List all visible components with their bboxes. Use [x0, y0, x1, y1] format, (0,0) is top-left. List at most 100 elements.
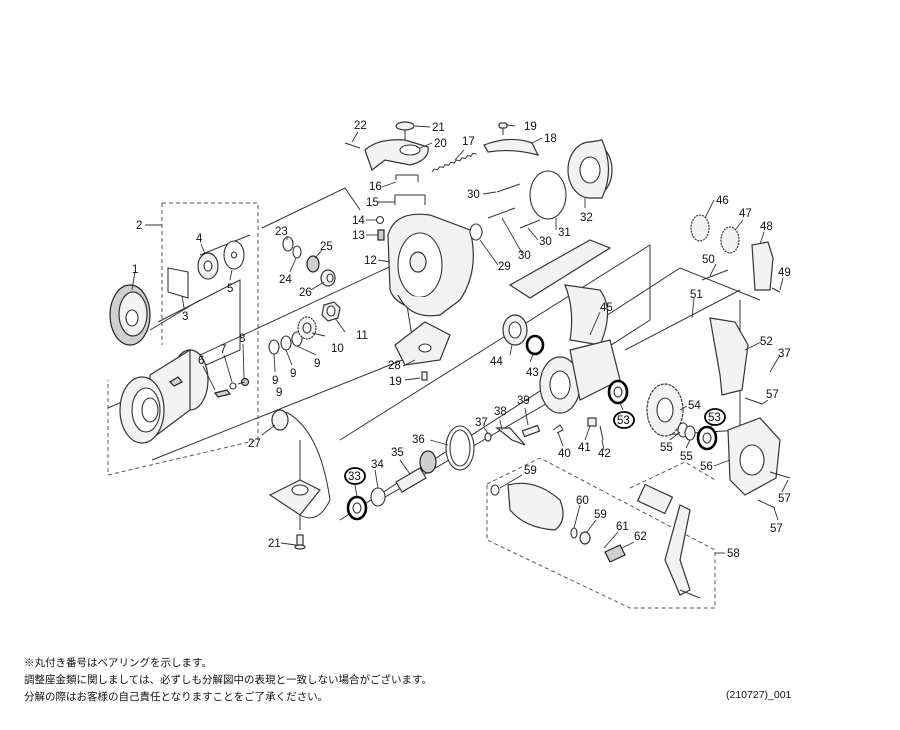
label-part-57c: 57	[770, 523, 783, 535]
bearing-callout-33: 33	[344, 467, 366, 485]
label-part-1: 1	[132, 264, 138, 276]
label-part-37b: 37	[778, 348, 791, 360]
part-screws-57	[744, 397, 791, 509]
label-part-44: 44	[490, 356, 503, 368]
label-part-13: 13	[352, 230, 365, 242]
label-part-57a: 57	[766, 389, 779, 401]
bearing-callout-53b: 53	[704, 408, 726, 426]
note-disassembly-responsibility: 分解の際はお客様の自己責任となりますことをご了承ください。	[24, 691, 329, 703]
part-body-screws	[487, 183, 541, 229]
part-pin-39	[521, 424, 541, 438]
part-side-cover	[709, 317, 749, 396]
label-part-21a: 21	[432, 122, 445, 134]
label-part-56: 56	[700, 461, 713, 473]
label-part-55b: 55	[680, 451, 693, 463]
part-screw-top	[498, 122, 508, 135]
part-reel-body	[508, 239, 621, 414]
label-part-8: 8	[239, 333, 245, 345]
part-number-labels: 2 1 3 4 5 6 7 8 9 9 9 10 11 12 13 14 15 …	[132, 120, 791, 560]
label-part-20: 20	[434, 138, 447, 150]
label-part-59a: 59	[524, 465, 537, 477]
part-drag-washer-2	[223, 240, 245, 270]
label-part-11: 11	[356, 330, 368, 342]
label-part-36: 36	[412, 434, 425, 446]
part-drag-washer	[167, 267, 189, 299]
part-shafts-50-51	[624, 269, 741, 351]
part-drag-disc	[197, 252, 219, 280]
part-spool-clip	[213, 377, 250, 398]
part-o-ring-43	[525, 334, 545, 356]
part-bearing-33	[346, 495, 368, 521]
part-washers-55	[677, 422, 696, 441]
part-bail-spring	[431, 152, 477, 173]
document-code: (210727)_001	[726, 689, 792, 701]
part-spring-and-cap	[375, 215, 385, 241]
label-part-52: 52	[760, 336, 773, 348]
label-part-31: 31	[558, 227, 571, 239]
note-shim-disclaimer: 調整座金類に関しましては、必ずしも分解図中の表現と一致しない場合がございます。	[24, 674, 432, 686]
part-one-way-clutch	[502, 314, 528, 346]
label-part-40: 40	[558, 448, 571, 460]
label-part-62: 62	[634, 531, 647, 543]
part-body-side-plate	[727, 417, 781, 496]
label-part-26: 26	[299, 287, 312, 299]
label-part-14: 14	[352, 215, 365, 227]
part-screw-22	[344, 142, 361, 149]
part-rotor-cover	[394, 321, 451, 381]
part-washer-34	[370, 487, 386, 507]
part-collar	[469, 223, 483, 241]
label-part-30b: 30	[518, 250, 531, 262]
label-part-9b: 9	[290, 368, 296, 380]
handle-knob-group-box	[629, 461, 716, 489]
handle-assembly-group-box	[486, 457, 716, 609]
label-part-45: 45	[600, 302, 613, 314]
label-part-32: 32	[580, 212, 593, 224]
part-handle-knob	[490, 482, 626, 563]
label-part-12: 12	[364, 255, 377, 267]
label-part-5: 5	[227, 283, 233, 295]
label-part-24: 24	[279, 274, 292, 286]
part-oscillation-block	[751, 241, 781, 293]
label-part-33: 33	[348, 471, 361, 483]
label-part-41: 41	[578, 442, 591, 454]
part-pinion-gear	[395, 450, 437, 493]
label-part-23: 23	[275, 226, 288, 238]
label-part-7: 7	[220, 344, 226, 356]
part-bearings-53	[607, 379, 718, 451]
part-bail-trip	[395, 174, 419, 182]
label-part-34: 34	[371, 459, 384, 471]
label-part-29: 29	[498, 261, 511, 273]
label-part-42: 42	[598, 448, 611, 460]
label-part-9d: 9	[276, 387, 282, 399]
label-part-61: 61	[616, 521, 629, 533]
label-part-9c: 9	[314, 358, 320, 370]
label-part-19a: 19	[524, 121, 537, 133]
bearing-callout-53a: 53	[613, 411, 635, 429]
label-part-22: 22	[354, 120, 367, 132]
label-part-43: 43	[526, 367, 539, 379]
part-spring-washer	[297, 316, 317, 340]
exploded-parts-diagram: 2 1 3 4 5 6 7 8 9 9 9 10 11 12 13 14 15 …	[107, 120, 791, 609]
label-part-10: 10	[331, 343, 344, 355]
label-part-51: 51	[690, 289, 703, 301]
label-part-30a: 30	[467, 189, 480, 201]
part-ring-36	[445, 425, 475, 471]
label-part-39: 39	[517, 395, 530, 407]
note-bearing-legend: ※丸付き番号はベアリングを示します。	[24, 657, 212, 669]
label-part-19b: 19	[389, 376, 402, 388]
part-spring-40	[552, 424, 564, 434]
label-part-53b: 53	[708, 412, 721, 424]
part-washers	[268, 331, 303, 355]
part-line-roller-set	[282, 236, 336, 287]
part-arm-cam	[364, 139, 429, 171]
label-part-48: 48	[760, 221, 773, 233]
part-body-gasket	[529, 170, 567, 220]
label-part-30c: 30	[539, 236, 552, 248]
part-spool	[119, 348, 209, 444]
label-part-47: 47	[739, 208, 752, 220]
label-part-53a: 53	[617, 415, 630, 427]
label-part-17: 17	[462, 136, 475, 148]
part-body-cover	[567, 139, 613, 199]
label-part-2: 2	[136, 220, 142, 232]
part-handle-arm	[636, 483, 701, 599]
